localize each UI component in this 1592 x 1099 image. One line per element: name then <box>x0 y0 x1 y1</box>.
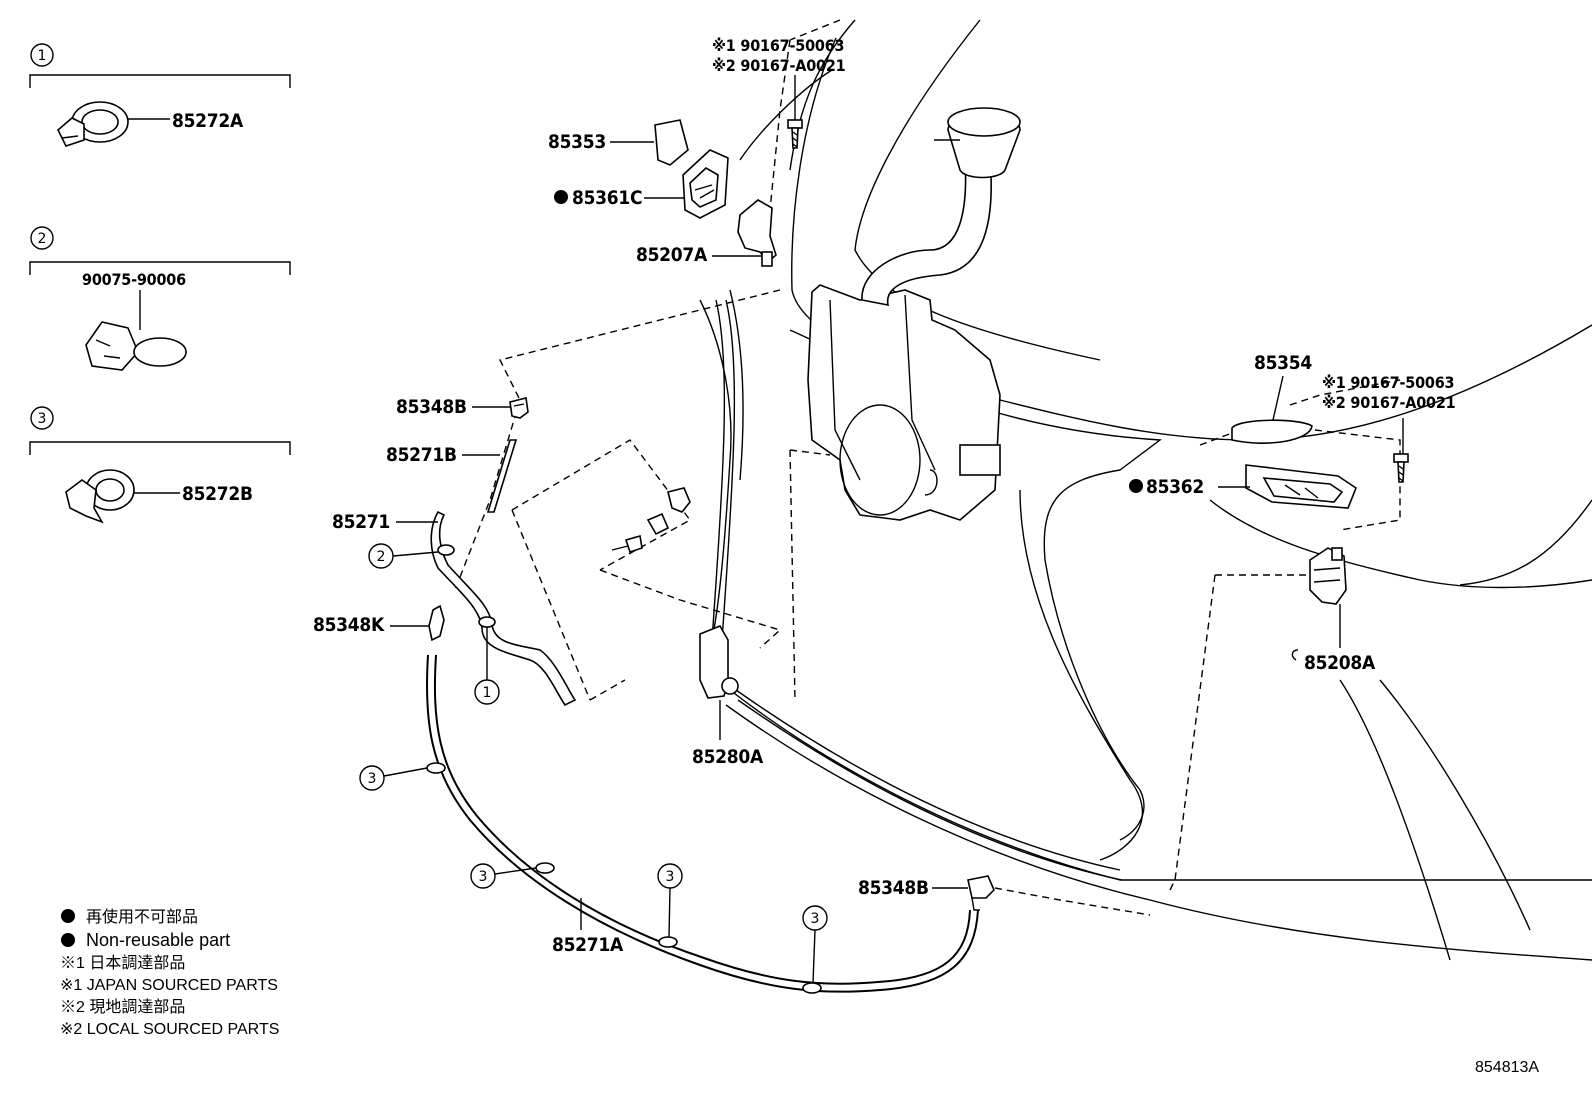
legend-japan-jp: ※1 日本調達部品 <box>60 954 185 972</box>
part-label-85208A[interactable]: 85208A <box>1304 652 1376 674</box>
bracket-line <box>29 261 291 275</box>
callout-circle-1 <box>30 43 54 67</box>
clip-group-1: 1 85272A <box>29 43 291 147</box>
part-label-85272A[interactable]: 85272A <box>172 110 244 132</box>
part-labels: ※1 90167-50063 ※2 90167-A0021 85353 8536… <box>313 36 1456 956</box>
cap-85354[interactable] <box>1231 419 1313 444</box>
callout-number: 2 <box>38 231 47 247</box>
non-reusable-dot <box>1129 479 1143 493</box>
hose-clamp-icon <box>65 469 135 524</box>
callout-number: 2 <box>377 549 386 565</box>
bracket-line <box>29 441 291 455</box>
callout-number: 3 <box>368 771 377 787</box>
callout-number: 3 <box>811 911 820 927</box>
callout-number: 3 <box>479 869 488 885</box>
callout-number: 1 <box>483 685 492 701</box>
bracket-line <box>29 74 291 88</box>
part-label-85272B[interactable]: 85272B <box>182 483 253 505</box>
vehicle-body-outline <box>699 19 1592 961</box>
connection-lines <box>454 19 1401 916</box>
screw-right-line1[interactable]: ※1 90167-50063 <box>1322 373 1455 392</box>
screw-right[interactable] <box>1393 453 1409 483</box>
clip-group-3: 3 85272B <box>29 406 291 524</box>
part-label-85207A[interactable]: 85207A <box>636 244 708 266</box>
joint-85348K[interactable] <box>428 604 445 642</box>
part-label-85271B[interactable]: 85271B <box>386 444 457 466</box>
part-label-85354[interactable]: 85354 <box>1254 352 1313 374</box>
screw-top-line1[interactable]: ※1 90167-50063 <box>712 36 845 55</box>
legend-nonreusable-jp: 再使用不可部品 <box>86 908 198 926</box>
part-label-85361C[interactable]: 85361C <box>572 187 643 209</box>
callout-circle-3 <box>30 406 54 430</box>
legend-dot <box>61 909 75 923</box>
callout-number: 1 <box>38 48 47 64</box>
callout-circle-3[interactable] <box>359 765 385 791</box>
legend-dot <box>61 933 75 947</box>
cap-85353[interactable] <box>654 119 689 166</box>
nozzle-85207A[interactable] <box>737 199 777 267</box>
nozzle-cover-85362[interactable] <box>1245 464 1357 509</box>
small-parts <box>428 75 1409 911</box>
legend-japan-en: ※1 JAPAN SOURCED PARTS <box>60 977 278 994</box>
hose-85271A[interactable] <box>425 654 979 993</box>
legend-local-en: ※2 LOCAL SOURCED PARTS <box>60 1021 279 1038</box>
hose-clamps: 2 1 3 3 3 3 <box>359 543 828 994</box>
washer-pump-85280A[interactable] <box>699 624 739 699</box>
part-label-85271[interactable]: 85271 <box>332 511 390 533</box>
part-label-85271A[interactable]: 85271A <box>552 934 624 956</box>
hose-clamp-icon <box>57 101 129 147</box>
part-label-85362[interactable]: 85362 <box>1146 476 1204 498</box>
cable-clamp-icon <box>85 321 187 371</box>
part-label-85348B-top[interactable]: 85348B <box>396 396 467 418</box>
washer-tank <box>807 107 1021 521</box>
check-valve[interactable] <box>611 487 691 554</box>
part-label-85348B-bottom[interactable]: 85348B <box>858 877 929 899</box>
non-reusable-dot <box>554 190 568 204</box>
nozzle-85208A[interactable] <box>1309 547 1347 605</box>
joint-85348B-bottom[interactable] <box>967 875 995 911</box>
legend: 再使用不可部品 Non-reusable part ※1 日本調達部品 ※1 J… <box>60 908 279 1038</box>
clip-group-2: 2 90075-90006 <box>29 226 291 371</box>
callout-circle-2 <box>30 226 54 250</box>
callout-number: 3 <box>666 869 675 885</box>
screw-top-line2[interactable]: ※2 90167-A0021 <box>712 56 846 75</box>
callout-number: 3 <box>38 411 47 427</box>
diagram-ref-code: 854813A <box>1475 1059 1539 1076</box>
nozzle-cover-85361C[interactable] <box>682 149 729 219</box>
part-label-85353[interactable]: 85353 <box>548 131 606 153</box>
part-label-90075-90006[interactable]: 90075-90006 <box>82 270 186 289</box>
legend-nonreusable-en: Non-reusable part <box>86 930 230 950</box>
screw-top[interactable] <box>787 119 803 149</box>
screw-right-line2[interactable]: ※2 90167-A0021 <box>1322 393 1456 412</box>
part-label-85348K[interactable]: 85348K <box>313 614 385 636</box>
washer-hoses <box>425 299 1123 993</box>
legend-local-jp: ※2 現地調達部品 <box>60 998 185 1016</box>
hose-85271[interactable] <box>430 510 577 707</box>
callout-circle-3[interactable] <box>470 863 496 889</box>
hose-85271B[interactable] <box>486 439 518 513</box>
joint-85348B-top[interactable] <box>509 397 529 419</box>
part-label-85280A[interactable]: 85280A <box>692 746 764 768</box>
